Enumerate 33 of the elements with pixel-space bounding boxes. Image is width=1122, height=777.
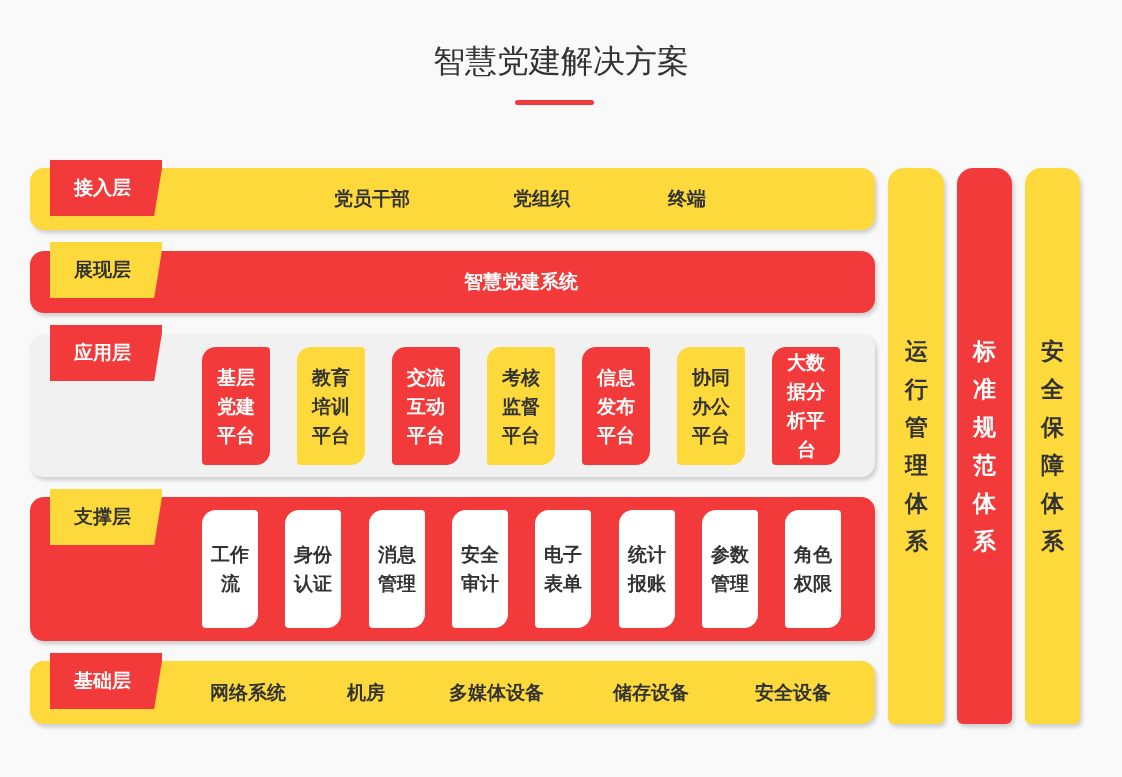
layer-item-label: 网络系统 <box>210 679 286 705</box>
module-card: 协同办公平台 <box>677 347 745 465</box>
module-card: 交流互动平台 <box>392 347 460 465</box>
layer-tag: 展现层 <box>50 242 162 298</box>
module-card: 基层党建平台 <box>202 347 270 465</box>
module-card: 统计报账 <box>618 510 675 628</box>
module-card: 教育培训平台 <box>297 347 365 465</box>
module-card: 信息发布平台 <box>582 347 650 465</box>
module-card: 电子表单 <box>535 510 592 628</box>
layer-item-label: 终端 <box>668 186 706 211</box>
module-card: 安全审计 <box>451 510 508 628</box>
module-card: 参数管理 <box>701 510 758 628</box>
system-column: 标准规范体系 <box>957 168 1012 724</box>
module-card: 工作流 <box>202 510 258 628</box>
layer-item-label: 党员干部 <box>334 186 410 211</box>
module-card: 角色权限 <box>785 510 842 628</box>
module-card: 消息管理 <box>368 510 425 628</box>
layer-item-label: 安全设备 <box>755 679 831 705</box>
system-column: 安全保障体系 <box>1025 168 1080 724</box>
title: 智慧党建解决方案 <box>432 41 690 82</box>
layer-item-label: 机房 <box>347 679 385 705</box>
layer-tag: 应用层 <box>50 325 162 381</box>
layer-item-label: 智慧党建系统 <box>464 269 578 294</box>
layer-tag: 基础层 <box>50 653 162 709</box>
module-card: 考核监督平台 <box>487 347 555 465</box>
system-column: 运行管理体系 <box>888 168 944 724</box>
layer-item-label: 储存设备 <box>613 679 689 705</box>
layer-item-label: 党组织 <box>512 186 570 211</box>
layer-item-label: 多媒体设备 <box>448 679 544 705</box>
layer-tag: 支撑层 <box>50 489 162 545</box>
module-card: 大数据分析平台 <box>772 347 840 465</box>
module-card: 身份认证 <box>285 510 342 628</box>
layer-tag: 接入层 <box>50 160 162 216</box>
